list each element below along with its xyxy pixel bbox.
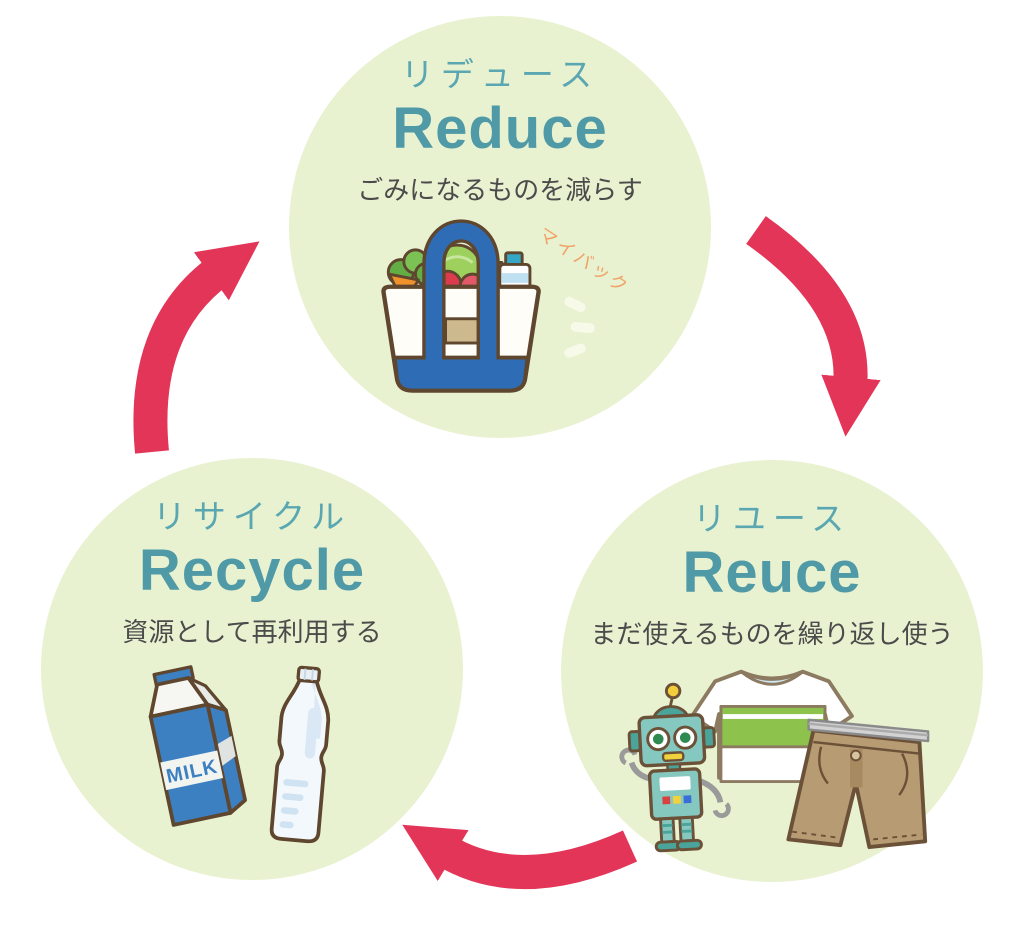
robot-icon [619, 682, 731, 853]
sparkle-marks-icon [564, 296, 595, 358]
milk-carton-and-pet-bottle-illustration: MILK [148, 664, 331, 843]
recycle-english: Recycle [138, 538, 366, 603]
reduce-katakana: リデュース [400, 56, 600, 93]
robot-chest-panel [659, 775, 691, 791]
arrow-recycle-to-reduce-icon [133, 241, 260, 454]
shorts-icon [786, 718, 930, 849]
arrow-reduce-to-reuse-icon [746, 216, 881, 437]
arrow-reuse-to-recycle-icon [402, 824, 638, 890]
tote-bag-with-groceries-illustration: マイバッグ [381, 219, 626, 393]
node-reduce: リデュース Reduce ごみになるものを減らす マイバッグ [289, 16, 711, 438]
robot-mouth [661, 750, 685, 762]
reduce-description: ごみになるものを減らす [357, 174, 643, 205]
robot-and-clothes-illustration [619, 669, 930, 853]
recycle-katakana: リサイクル [152, 498, 352, 535]
reuse-katakana: リユース [692, 500, 852, 537]
pet-bottle-icon [269, 665, 331, 843]
tote-bag-bottom-band [392, 355, 530, 393]
recycle-description: 資源として再利用する [122, 616, 382, 647]
bottle-cap-icon [296, 665, 321, 684]
shorts-pocket [898, 752, 909, 796]
milk-carton-icon: MILK [148, 664, 247, 827]
reuse-description: まだ使えるものを繰り返し使う [590, 618, 954, 649]
node-recycle: リサイクル Recycle 資源として再利用する MILK [41, 458, 463, 880]
tshirt-collar [740, 670, 805, 686]
shorts-button [850, 749, 862, 762]
robot-foot [675, 838, 703, 851]
node-reuse: リユース Reuce まだ使えるものを繰り返し使う [561, 460, 983, 882]
reuse-english: Reuce [682, 540, 862, 605]
bag-handle-inner [425, 222, 497, 360]
reduce-english: Reduce [392, 96, 608, 161]
